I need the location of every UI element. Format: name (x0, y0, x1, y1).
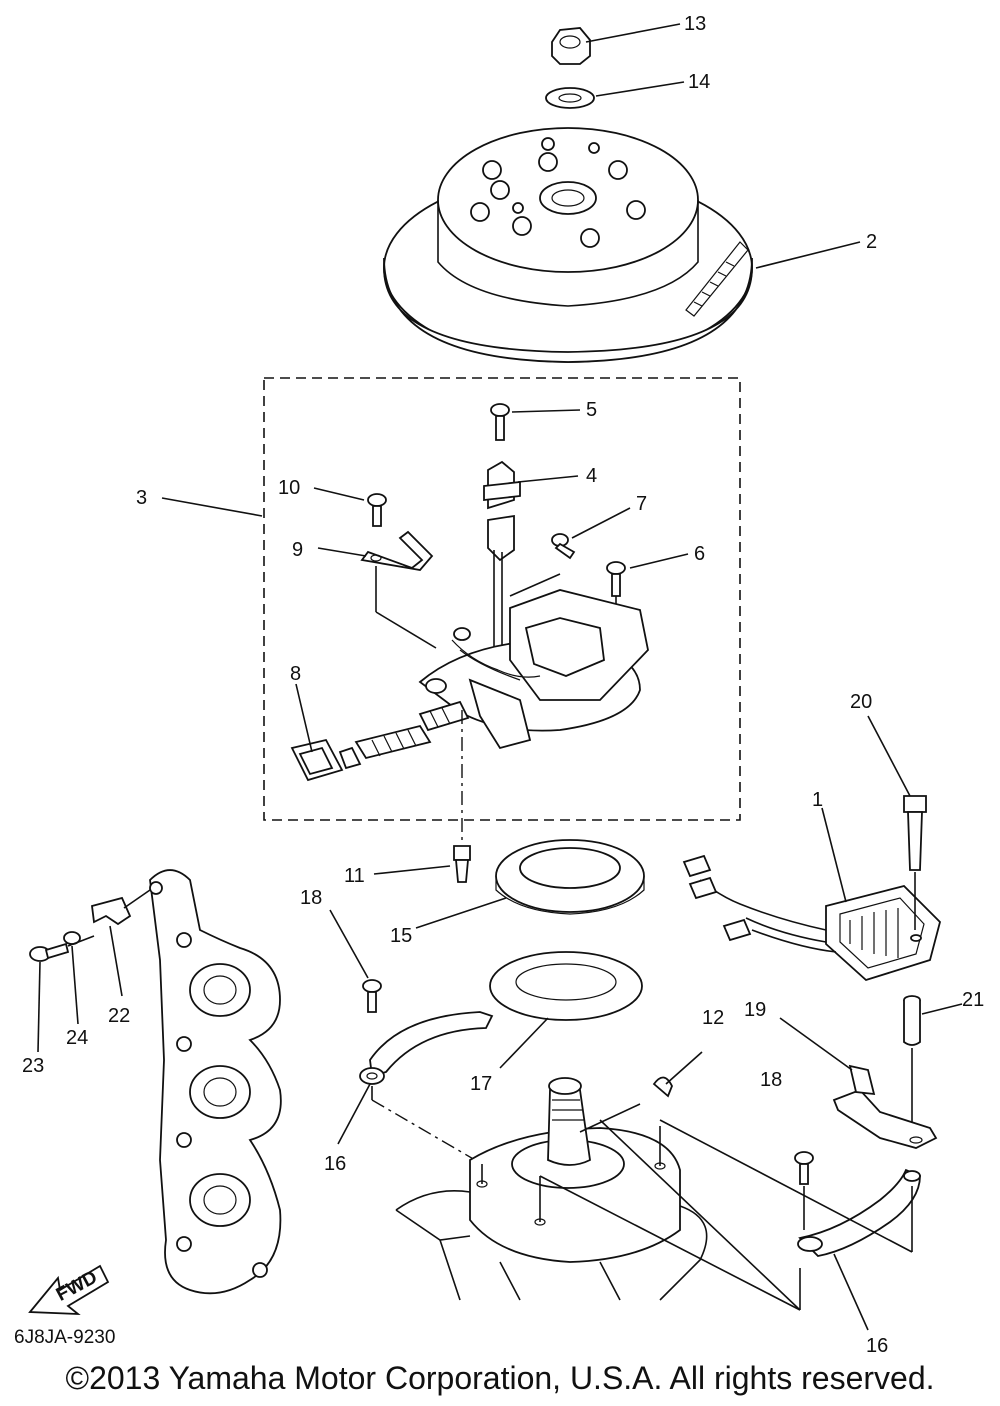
leader-lines (37, 23, 963, 1331)
stator-base (418, 573, 649, 750)
callout-16-left: 16 (324, 1153, 346, 1175)
callout-7: 7 (636, 493, 647, 515)
plate-17 (489, 951, 643, 1021)
washer (545, 87, 595, 109)
callout-9: 9 (292, 539, 303, 561)
screw-23 (29, 935, 95, 962)
callout-22: 22 (108, 1005, 130, 1027)
callout-21: 21 (962, 989, 984, 1011)
forward-direction-arrow: FWD (28, 1264, 110, 1316)
collar-15 (495, 839, 645, 915)
callout-10: 10 (278, 477, 300, 499)
cdi-unit (682, 854, 942, 982)
copyright-notice: ©2013 Yamaha Motor Corporation, U.S.A. A… (65, 1360, 935, 1396)
callout-11: 11 (344, 865, 365, 887)
callout-3: 3 (136, 487, 147, 509)
callout-20: 20 (850, 691, 872, 713)
bracket-19 (832, 1064, 938, 1149)
flywheel-rotor (383, 127, 753, 363)
screw-18-right (794, 1151, 814, 1230)
stator-assembly-frame (263, 377, 741, 821)
crankcase-mount (395, 1077, 913, 1311)
callout-2: 2 (866, 231, 877, 253)
callout-18-left: 18 (300, 887, 322, 909)
clamp-16-right (797, 1168, 921, 1257)
bracket-9 (360, 530, 437, 649)
callout-13: 13 (684, 13, 706, 35)
callout-5: 5 (586, 399, 597, 421)
manifold-cover (149, 869, 282, 1295)
collar-21 (903, 995, 921, 1130)
screw-5 (490, 403, 510, 441)
screw-7 (551, 533, 576, 560)
clamp-16-left (359, 1011, 494, 1165)
callout-labels: 13 14 2 5 4 3 10 7 9 6 8 20 1 11 18 15 2… (22, 13, 984, 1357)
callout-6: 6 (694, 543, 705, 565)
callout-16-right: 16 (866, 1335, 888, 1357)
callout-19: 19 (744, 999, 766, 1021)
callout-24: 24 (66, 1027, 88, 1049)
pulser-coil (483, 460, 521, 650)
callout-14: 14 (688, 71, 710, 93)
screw-18-left (362, 979, 382, 1013)
callout-17: 17 (470, 1073, 492, 1095)
callout-1: 1 (812, 789, 823, 811)
callout-15: 15 (390, 925, 412, 947)
callout-4: 4 (586, 465, 597, 487)
screw-10 (367, 493, 387, 527)
callout-8: 8 (290, 663, 301, 685)
callout-23: 23 (22, 1055, 44, 1077)
flywheel-nut (551, 27, 591, 65)
clip-22 (91, 889, 151, 926)
callout-12: 12 (702, 1007, 724, 1029)
diagram-code: 6J8JA-9230 (14, 1327, 116, 1348)
bolt-20 (903, 795, 927, 930)
bolt-11 (453, 845, 471, 883)
lead-wire-connector (290, 700, 470, 782)
callout-18-right: 18 (760, 1069, 782, 1091)
